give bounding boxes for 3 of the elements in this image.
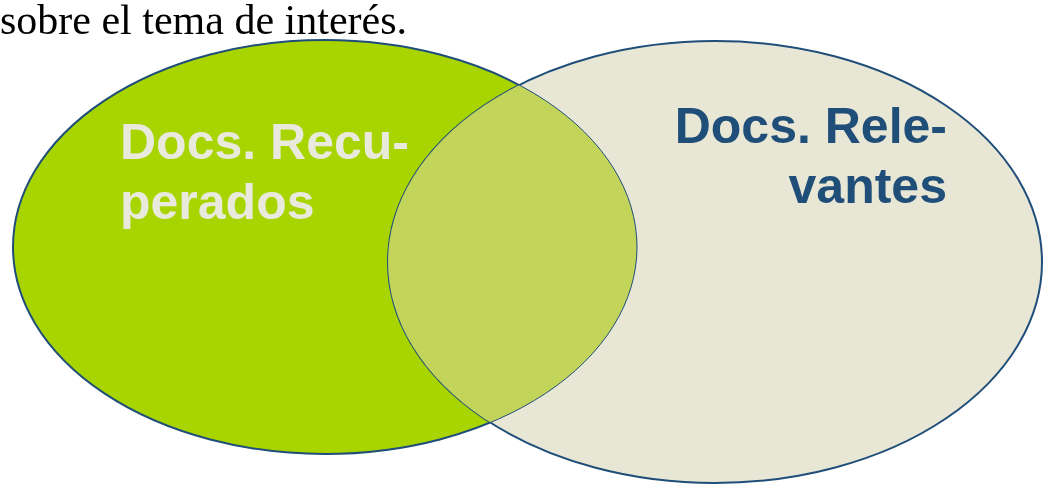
text-line: sobre el tema de interés. (0, 0, 407, 42)
set-label: Docs. Recu- perados (120, 113, 410, 232)
set-label: Docs. Rele- vantes (673, 97, 947, 216)
